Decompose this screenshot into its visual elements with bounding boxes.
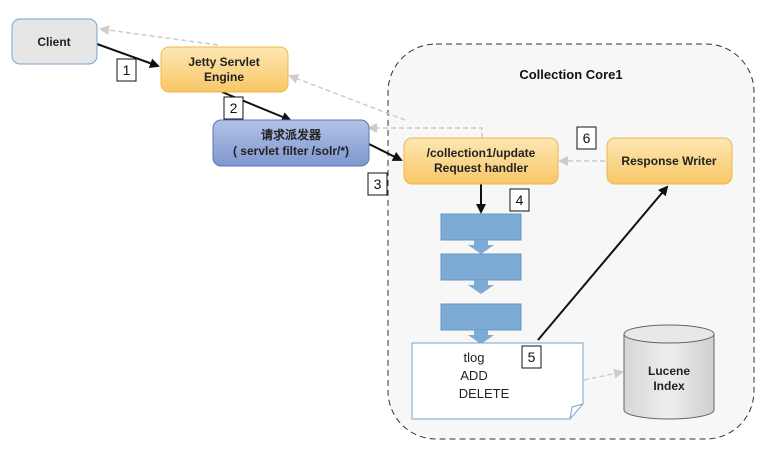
return-arrow-jetty-to-client — [99, 25, 219, 46]
processor-down-arrow-3 — [468, 330, 494, 344]
processor-chain — [440, 213, 522, 344]
step-marker-2: 2 — [230, 100, 238, 116]
response-writer-label: Response Writer — [621, 154, 716, 168]
return-arrows — [99, 25, 624, 381]
response-writer-box: Response Writer — [606, 137, 733, 185]
tlog-document-fold — [569, 403, 584, 420]
response-writer-shape — [606, 137, 733, 185]
processor-block-1 — [440, 213, 522, 241]
step-marker-4: 4 — [516, 192, 524, 208]
tlog-document-shape — [411, 342, 584, 420]
processor-down-arrow-2 — [468, 280, 494, 294]
client-label: Client — [37, 35, 70, 49]
request-dispatcher-label-line2: ( servlet filter /solr/*) — [233, 144, 349, 158]
jetty-engine-box: Jetty Servlet Engine — [160, 46, 289, 93]
request-dispatcher-shape — [212, 119, 370, 167]
request-dispatcher-box: 请求派发器 ( servlet filter /solr/*) — [212, 119, 370, 167]
arrow-client-to-jetty — [96, 43, 160, 68]
processor-down-arrow-1 — [468, 240, 494, 254]
request-dispatcher-label-line1: 请求派发器 — [261, 127, 322, 142]
tlog-label-line3: DELETE — [459, 386, 510, 401]
collection-core-title: Collection Core1 — [519, 67, 622, 82]
step-marker-5: 5 — [528, 349, 536, 365]
lucene-index-body — [623, 333, 715, 420]
client-box-shape — [11, 18, 98, 65]
step-marker-1: 1 — [123, 62, 131, 78]
arrow-tlog-to-lucene — [583, 368, 624, 381]
step-marker-3: 3 — [374, 176, 382, 192]
tlog-label-line1: tlog — [464, 350, 485, 365]
return-arrow-handler-to-dispatcher — [367, 123, 483, 138]
step-marker-3-box — [367, 172, 388, 196]
arrow-chain-to-writer — [537, 185, 669, 341]
step-marker-1-box — [116, 58, 137, 82]
tlog-document: tlog ADD DELETE — [411, 342, 584, 420]
return-arrow-handler-to-jetty — [288, 74, 406, 121]
processor-block-2 — [440, 253, 522, 281]
step-markers: 1 2 3 4 5 6 — [116, 58, 597, 369]
step-marker-5-box — [521, 345, 542, 369]
lucene-index-top — [623, 324, 715, 344]
jetty-engine-label-line1: Jetty Servlet — [188, 55, 259, 69]
lucene-index-cylinder: Lucene Index — [623, 324, 715, 420]
jetty-engine-shape — [160, 46, 289, 93]
update-handler-box: /collection1/update Request handler — [403, 137, 559, 185]
update-handler-label-line2: Request handler — [434, 161, 528, 175]
tlog-label-line2: ADD — [460, 368, 487, 383]
arrow-dispatcher-to-handler — [368, 143, 403, 161]
processor-block-3 — [440, 303, 522, 331]
lucene-index-label-line1: Lucene — [648, 364, 690, 378]
step-marker-6: 6 — [583, 130, 591, 146]
update-handler-shape — [403, 137, 559, 185]
step-marker-2-box — [223, 96, 244, 120]
lucene-index-label-line2: Index — [653, 379, 685, 393]
client-box: Client — [11, 18, 98, 65]
jetty-engine-label-line2: Engine — [204, 70, 244, 84]
step-marker-4-box — [509, 188, 530, 212]
step-marker-6-box — [576, 126, 597, 150]
update-handler-label-line1: /collection1/update — [427, 146, 536, 160]
